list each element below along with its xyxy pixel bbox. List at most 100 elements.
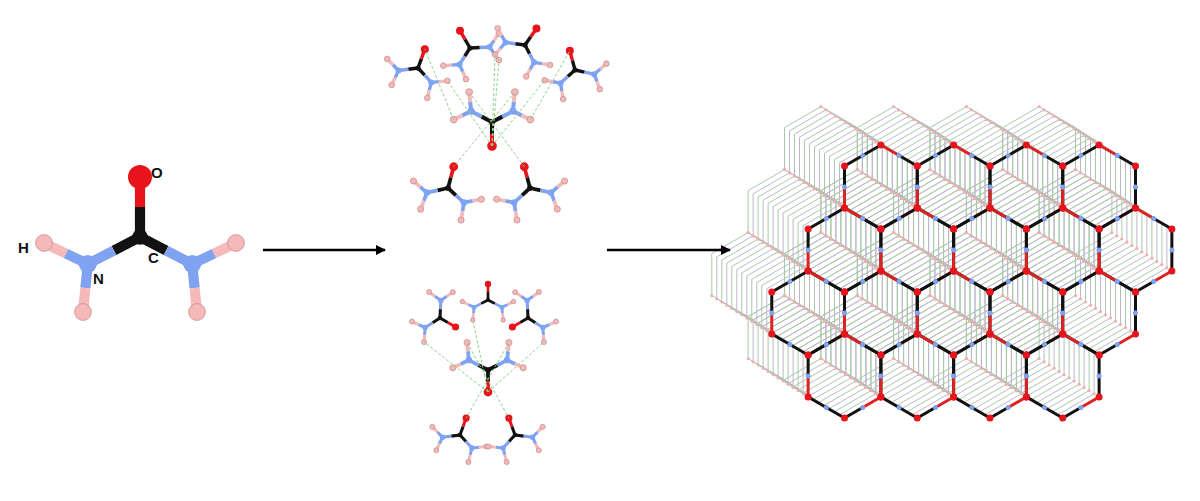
- atom: [1051, 326, 1054, 329]
- atom: [1079, 171, 1082, 174]
- atom: [788, 171, 791, 174]
- atom: [500, 305, 505, 310]
- atom: [1155, 260, 1158, 263]
- atom: [456, 61, 462, 67]
- atom: [1041, 194, 1044, 197]
- atom: [1038, 231, 1041, 234]
- depth-layer: [1058, 142, 1131, 226]
- atom: [1114, 320, 1117, 323]
- atom: [1010, 134, 1013, 137]
- atom: [901, 197, 904, 200]
- atom: [942, 389, 945, 392]
- atom: [927, 127, 930, 130]
- atom: [1074, 294, 1077, 297]
- atom: [841, 205, 848, 212]
- atom: [841, 331, 848, 338]
- atom: [1041, 194, 1044, 197]
- atom: [1024, 248, 1029, 253]
- atom: [1031, 187, 1034, 190]
- atom: [975, 237, 978, 240]
- atom: [907, 241, 910, 244]
- atom: [886, 187, 889, 190]
- atom: [878, 248, 883, 253]
- atom: [1026, 310, 1029, 313]
- atom: [833, 200, 836, 203]
- atom: [1043, 108, 1046, 111]
- atom: [1169, 248, 1174, 253]
- atom: [765, 329, 768, 332]
- atom: [897, 234, 900, 237]
- atom: [948, 181, 951, 184]
- atom: [467, 45, 472, 50]
- atom: [861, 297, 864, 300]
- atom: [725, 304, 728, 307]
- atom: [834, 367, 837, 370]
- atom-label: C: [148, 250, 159, 265]
- atom: [958, 187, 961, 190]
- atom: [1042, 216, 1047, 221]
- atom: [841, 289, 848, 296]
- atom: [951, 248, 956, 253]
- atom: [917, 121, 920, 124]
- atom: [1046, 323, 1049, 326]
- atom: [902, 237, 905, 240]
- atom: [927, 379, 930, 382]
- atom: [1006, 171, 1009, 174]
- atom: [1078, 153, 1083, 158]
- atom: [995, 124, 998, 127]
- atom: [1053, 241, 1056, 244]
- atom: [1056, 203, 1059, 206]
- atom: [36, 235, 53, 252]
- atom: [747, 231, 750, 234]
- atom: [1056, 329, 1059, 332]
- atom: [1110, 231, 1113, 234]
- atom: [950, 268, 957, 275]
- atom: [951, 374, 956, 379]
- atom: [933, 297, 936, 300]
- atom: [833, 200, 836, 203]
- atom: [907, 367, 910, 370]
- atom: [511, 299, 515, 303]
- depth-layer: [1058, 268, 1131, 352]
- atom: [864, 386, 867, 389]
- atom: [783, 168, 786, 171]
- atom: [757, 237, 760, 240]
- depth-layer: [1021, 205, 1094, 289]
- atom: [943, 178, 946, 181]
- atom: [983, 203, 986, 206]
- atom: [871, 178, 874, 181]
- atom: [983, 329, 986, 332]
- atom: [450, 116, 457, 123]
- atom: [902, 363, 905, 366]
- atom: [861, 297, 864, 300]
- atom: [762, 367, 765, 370]
- atom: [937, 386, 940, 389]
- atom: [866, 174, 869, 177]
- atom: [1093, 266, 1096, 269]
- atom: [988, 311, 993, 316]
- depth-layer: [980, 139, 1053, 223]
- atom: [762, 241, 765, 244]
- atom: [860, 279, 865, 284]
- atom: [841, 289, 848, 296]
- atom: [861, 171, 864, 174]
- atom: [1016, 304, 1019, 307]
- atom: [860, 342, 865, 347]
- atom: [917, 373, 920, 376]
- atom: [1015, 389, 1018, 392]
- atom: [1083, 260, 1086, 263]
- atom: [787, 257, 790, 260]
- atom: [1041, 320, 1044, 323]
- atom: [424, 189, 431, 196]
- atom: [478, 196, 484, 202]
- atom: [933, 405, 938, 410]
- atom: [430, 424, 435, 429]
- atom: [914, 205, 921, 212]
- atom: [1006, 153, 1011, 158]
- atom: [1042, 342, 1047, 347]
- hydrogen-bond: [467, 343, 509, 419]
- atom: [938, 174, 941, 177]
- atom: [969, 216, 974, 221]
- atom: [980, 241, 983, 244]
- atom: [760, 326, 763, 329]
